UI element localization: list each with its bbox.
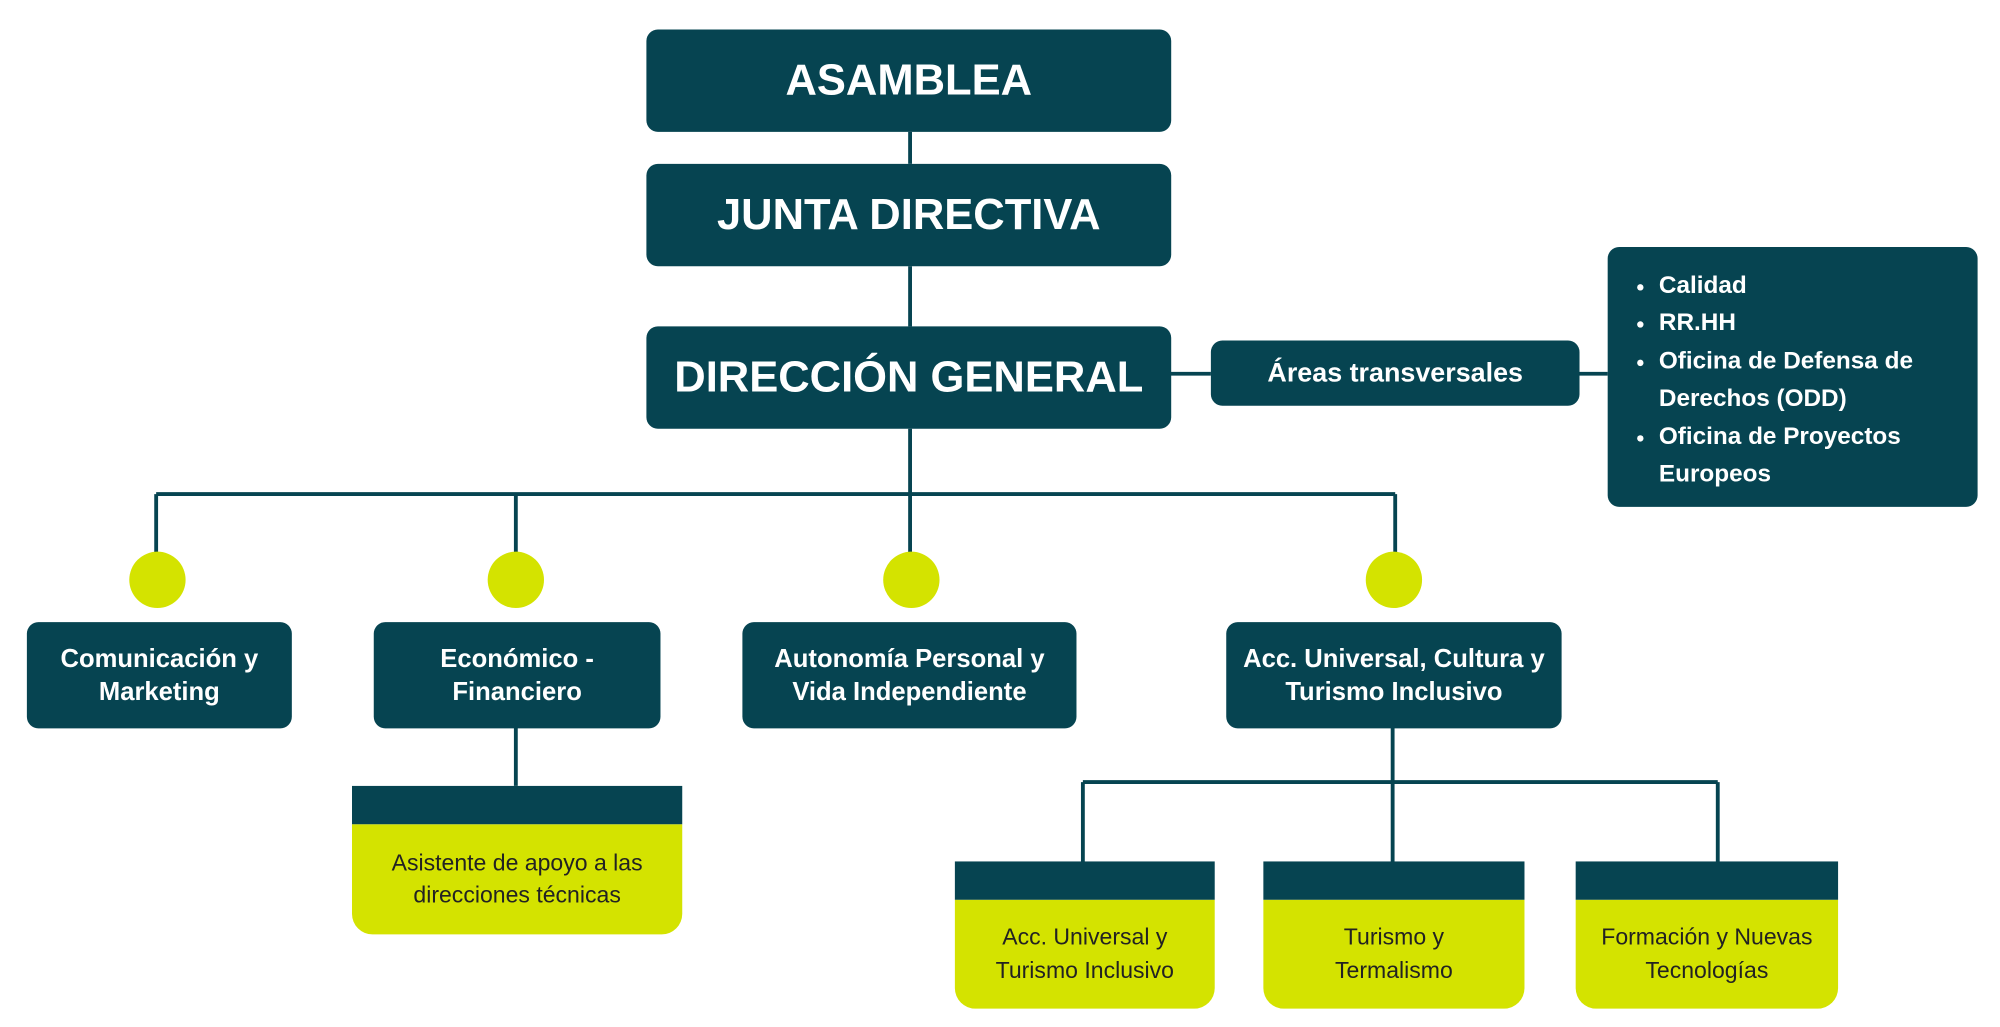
formacion-label: Formación y Nuevas Tecnologías — [1575, 899, 1839, 1009]
accesibilidad-cultura-box: Acc. Universal, Cultura y Turismo Inclus… — [1226, 622, 1562, 729]
formacion-box: Formación y Nuevas Tecnologías — [1575, 861, 1839, 1009]
asistente-label: Asistente de apoyo a las direcciones téc… — [352, 824, 683, 935]
transversal-item: Oficina de Defensa de Derechos (ODD) — [1659, 343, 1955, 418]
autonomia-personal-box: Autonomía Personal y Vida Independiente — [742, 622, 1077, 729]
areas-transversales-box: Áreas transversales — [1210, 340, 1580, 406]
node-dot — [1365, 551, 1423, 608]
transversal-list: Calidad RR.HH Oficina de Defensa de Dere… — [1607, 247, 1978, 507]
transversal-item: RR.HH — [1659, 305, 1955, 343]
transversal-item: Calidad — [1659, 268, 1955, 306]
asistente-box: Asistente de apoyo a las direcciones téc… — [352, 785, 683, 935]
node-dot — [129, 551, 186, 608]
termalismo-label: Turismo y Termalismo — [1263, 899, 1525, 1009]
termalismo-box: Turismo y Termalismo — [1263, 861, 1525, 1009]
comunicacion-marketing-box: Comunicación y Marketing — [26, 622, 292, 729]
transversal-item: Oficina de Proyectos Europeos — [1659, 418, 1955, 493]
node-dot — [487, 551, 544, 608]
asamblea-box: ASAMBLEA — [646, 29, 1172, 132]
node-dot — [883, 551, 940, 608]
acc-turismo-box: Acc. Universal y Turismo Inclusivo — [954, 861, 1215, 1009]
junta-directiva-box: JUNTA DIRECTIVA — [646, 163, 1172, 267]
direccion-general-box: DIRECCIÓN GENERAL — [646, 326, 1172, 429]
economico-financiero-box: Económico - Financiero — [373, 622, 661, 729]
acc-turismo-label: Acc. Universal y Turismo Inclusivo — [954, 899, 1215, 1009]
